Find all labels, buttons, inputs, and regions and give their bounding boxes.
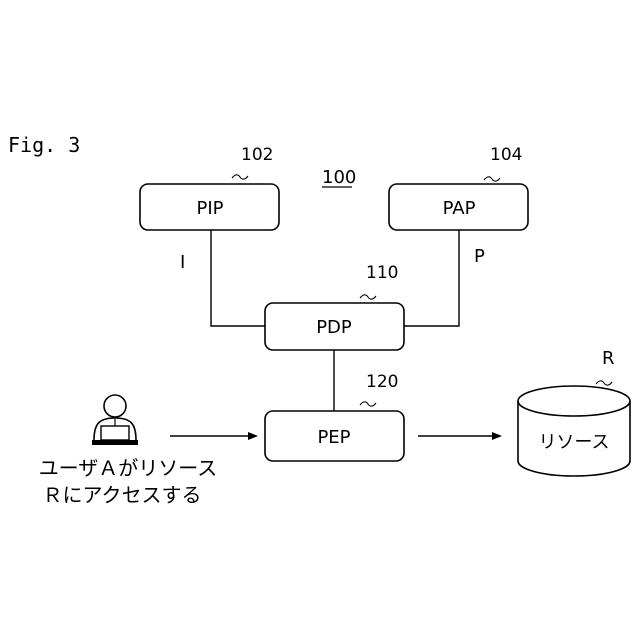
pep-ref-leader [360, 402, 376, 406]
pep-node: PEP [265, 411, 404, 461]
pap-node: PAP [389, 184, 528, 230]
pip-label: PIP [196, 198, 223, 219]
user-to-pep-arrow [170, 432, 258, 440]
laptop-base [92, 440, 138, 445]
user-caption-line-2: Ｒにアクセスする [43, 483, 202, 507]
pap-ref-leader [484, 177, 500, 181]
resource-cylinder-top [518, 386, 630, 416]
pap-ref-number: 104 [490, 145, 522, 165]
user-caption-line-1: ユーザＡがリソース [39, 456, 218, 480]
edge-label-p: P [474, 246, 485, 267]
pip-node: PIP [140, 184, 279, 230]
user-head [104, 395, 126, 417]
pdp-ref-leader [360, 295, 376, 299]
resource-label: リソース [538, 432, 609, 453]
pep-label: PEP [317, 427, 350, 448]
system-ref-number: 100 [322, 167, 356, 188]
resource-ref-leader [596, 381, 612, 385]
user-at-laptop-icon [92, 395, 138, 445]
pdp-ref-number: 110 [366, 263, 398, 283]
pip-to-pdp-connector [211, 230, 265, 326]
pip-ref-number: 102 [241, 145, 273, 165]
pap-to-pdp-connector [404, 230, 459, 326]
edge-label-i: I [180, 252, 185, 273]
resource-database-icon: リソース [518, 386, 630, 476]
figure-label: Fig. 3 [8, 133, 80, 157]
pep-ref-number: 120 [366, 372, 398, 392]
pdp-label: PDP [316, 317, 352, 338]
pap-label: PAP [443, 198, 476, 219]
pip-ref-leader [232, 175, 248, 179]
pep-to-resource-arrow [418, 432, 502, 440]
laptop-screen [101, 426, 129, 440]
resource-ref-label: R [602, 348, 615, 369]
pdp-node: PDP [265, 303, 404, 350]
